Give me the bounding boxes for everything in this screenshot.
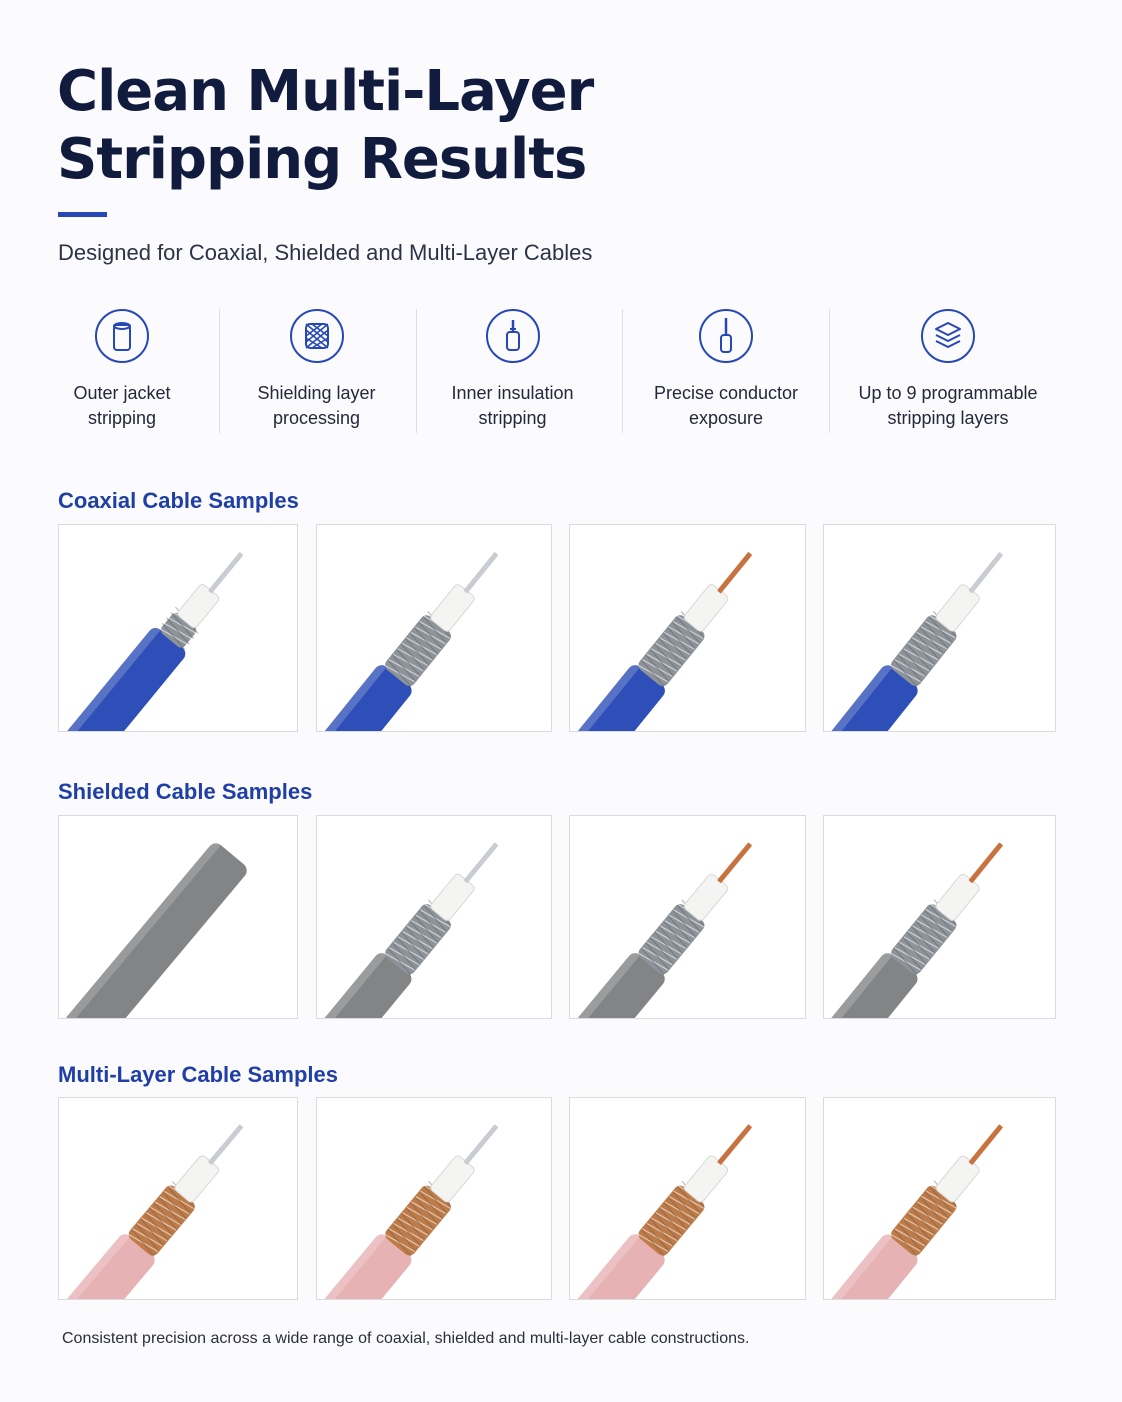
page-title-line-2: Stripping Results [57,127,587,192]
shield-braid [128,1185,195,1256]
cable-jacket [65,1234,155,1299]
shield-braid [638,1185,705,1256]
feature-inner-insulation: Inner insulation stripping [417,305,608,433]
center-conductor [717,552,752,594]
cable-jacket [576,953,665,1018]
feature-label: Up to 9 programmable stripping layers [858,383,1038,428]
shield-braid [385,1185,451,1256]
feature-divider [829,309,830,433]
feature-outer-jacket: Outer jacket stripping [28,305,216,433]
section-title-multi-layer: Multi-Layer Cable Samples [58,1062,338,1087]
shield-braid [891,904,957,975]
feature-label: Inner insulation stripping [451,383,574,428]
page-subtitle: Designed for Coaxial, Shielded and Multi… [58,240,593,265]
title-accent-bar [58,212,107,217]
cable-jacket-icon [95,309,149,363]
cable-jacket [829,953,918,1018]
sample-tile [58,1097,298,1300]
cable-jacket [323,1234,412,1299]
cable-illustration [826,552,1003,731]
center-conductor [208,1124,244,1165]
shield-braid [638,615,705,687]
feature-shielding: Shielding layer processing [220,305,413,433]
sample-tile [569,524,806,732]
center-conductor [968,552,1003,594]
cable-jacket [323,953,412,1018]
cable-illustration [61,840,247,1018]
sample-tile [569,815,806,1019]
sample-tile [316,1097,552,1300]
feature-divider [219,309,220,433]
cable-jacket [576,1234,665,1299]
cable-illustration [320,552,499,731]
feature-label: Precise conductor exposure [653,383,799,428]
feature-divider [622,309,623,433]
page-title-line-1: Clean Multi-Layer [57,59,594,124]
mesh-shield-icon [289,309,344,363]
cable-illustration [573,1124,752,1299]
feature-label: Shielding layer processing [257,383,376,428]
center-conductor [968,1124,1003,1165]
sample-tile [823,815,1056,1019]
page-title: Clean Multi-Layer Stripping Results [57,58,594,194]
feature-row: Outer jacket stripping Shielding layer p… [28,305,1094,435]
cable-illustration [62,1124,244,1299]
cable-illustration [573,842,752,1018]
center-conductor [463,552,499,594]
center-conductor [717,1124,752,1165]
cable-illustration [320,1124,499,1299]
shield-braid [638,904,705,975]
insulation-icon [485,309,540,363]
sample-tile [569,1097,806,1300]
cable-illustration [826,842,1003,1018]
layers-icon [921,309,975,363]
shield-braid [890,615,957,686]
sample-tile [823,1097,1056,1300]
center-conductor [208,552,244,594]
section-title-coaxial: Coaxial Cable Samples [58,488,299,513]
feature-programmable-layers: Up to 9 programmable stripping layers [830,305,1066,433]
feature-label: Outer jacket stripping [73,383,171,428]
cable-jacket [65,627,186,731]
shield-braid [891,1185,957,1256]
cable-jacket [576,665,665,731]
cable-jacket [65,843,247,1018]
conductor-icon [699,309,753,363]
footer-caption: Consistent precision across a wide range… [62,1330,750,1347]
cable-jacket [323,665,412,731]
feature-conductor: Precise conductor exposure [623,305,829,433]
cable-illustration [826,1124,1003,1299]
cable-jacket [829,665,918,731]
center-conductor [463,842,499,884]
cable-illustration [62,552,244,731]
cable-illustration [573,552,752,731]
sample-tile [823,524,1056,732]
shield-braid [385,904,451,975]
sample-tile [58,815,298,1019]
sample-tile [58,524,298,732]
section-title-shielded: Shielded Cable Samples [58,779,313,804]
feature-divider [416,309,417,433]
cable-illustration [320,842,499,1018]
shield-braid [385,615,451,687]
sample-tile [316,524,552,732]
center-conductor [968,842,1003,883]
center-conductor [463,1124,499,1165]
cable-jacket [829,1234,918,1299]
center-conductor [717,842,752,884]
sample-tile [316,815,552,1019]
